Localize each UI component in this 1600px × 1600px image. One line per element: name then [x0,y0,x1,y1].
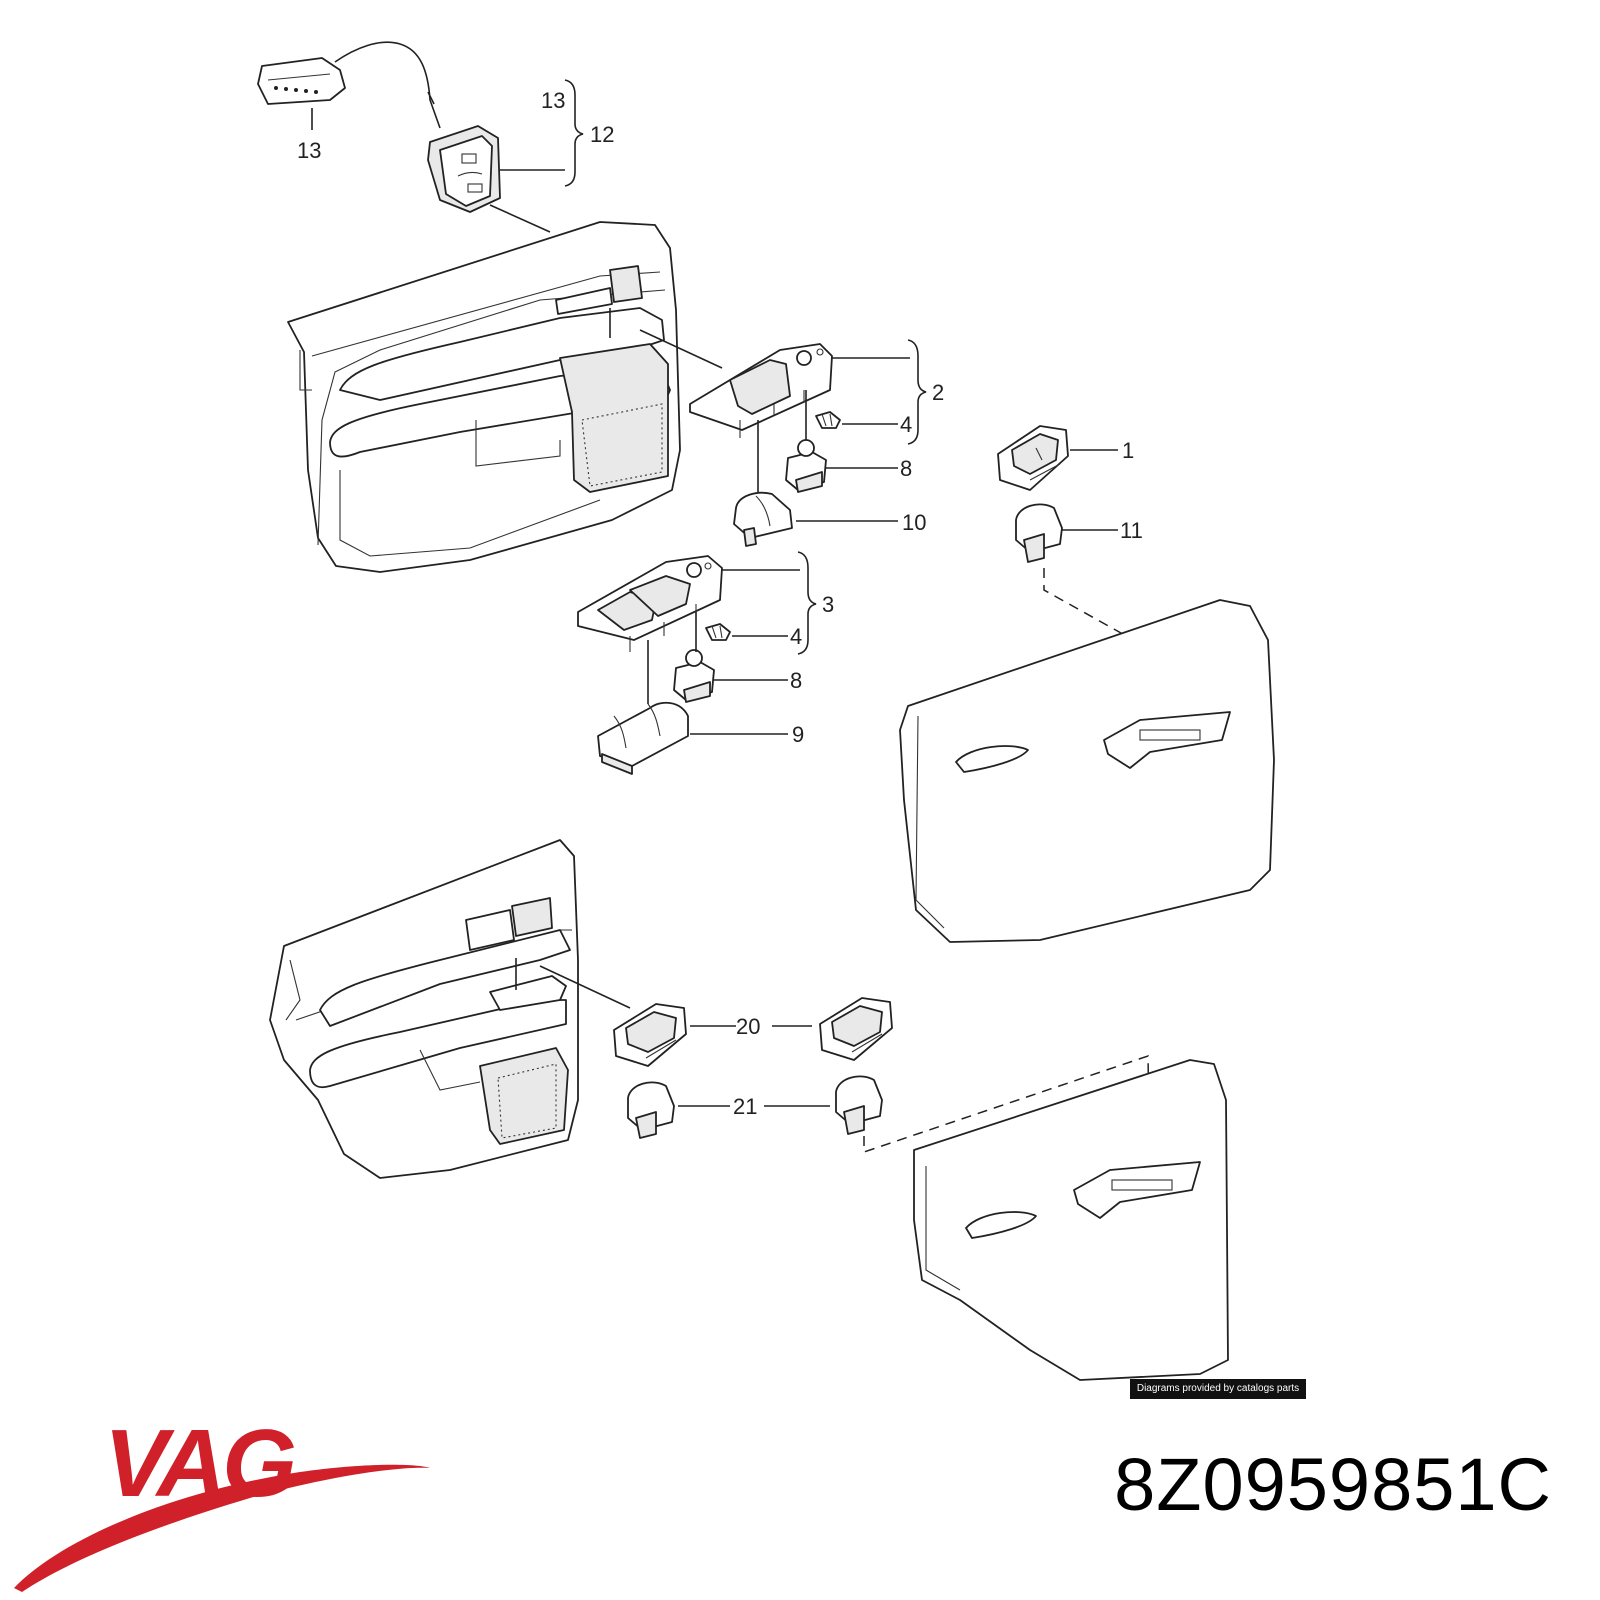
vag-logo-text: VAG [104,1410,294,1517]
button-part-8-second [673,649,715,703]
part-number: 8Z0959851C [1114,1443,1552,1526]
switch-module [427,125,501,213]
callout-12: 12 [590,122,614,147]
rocker-part-10 [733,491,793,547]
callout-3: 3 [822,592,834,617]
callout-2: 2 [932,380,944,405]
rocker-part-21-second [835,1075,883,1135]
window-switch-passenger [577,555,723,652]
vag-logo: VAG [14,1410,430,1592]
double-rocker-part-9 [597,701,689,775]
rear-door-panel [269,839,579,1179]
diagram-credit: Diagrams provided by catalogs parts [1130,1379,1306,1399]
front-door-panel [287,221,681,573]
callout-13b: 13 [297,138,321,163]
window-switch-driver [689,343,833,438]
clip-part-4 [815,411,841,429]
front-door-outer [899,599,1275,943]
callout-10: 10 [902,510,926,535]
window-switch-part-20-second [819,997,893,1061]
callout-8b: 8 [790,668,802,693]
rocker-part-11 [1015,503,1063,563]
callout-9: 9 [792,722,804,747]
callout-1: 1 [1122,438,1134,463]
callout-13a: 13 [541,88,565,113]
window-switch-part-1 [997,425,1069,491]
rocker-part-21 [627,1081,675,1139]
button-part-8 [785,439,827,493]
clip-part-4-second [705,623,731,641]
callout-21: 21 [733,1094,757,1119]
callout-4b: 4 [790,624,802,649]
callout-20: 20 [736,1014,760,1039]
callout-8a: 8 [900,456,912,481]
callout-4a: 4 [900,412,912,437]
callout-11: 11 [1120,518,1143,543]
rear-door-outer [913,1059,1229,1381]
window-switch-part-20 [613,1003,687,1067]
connector-plug [257,41,441,129]
